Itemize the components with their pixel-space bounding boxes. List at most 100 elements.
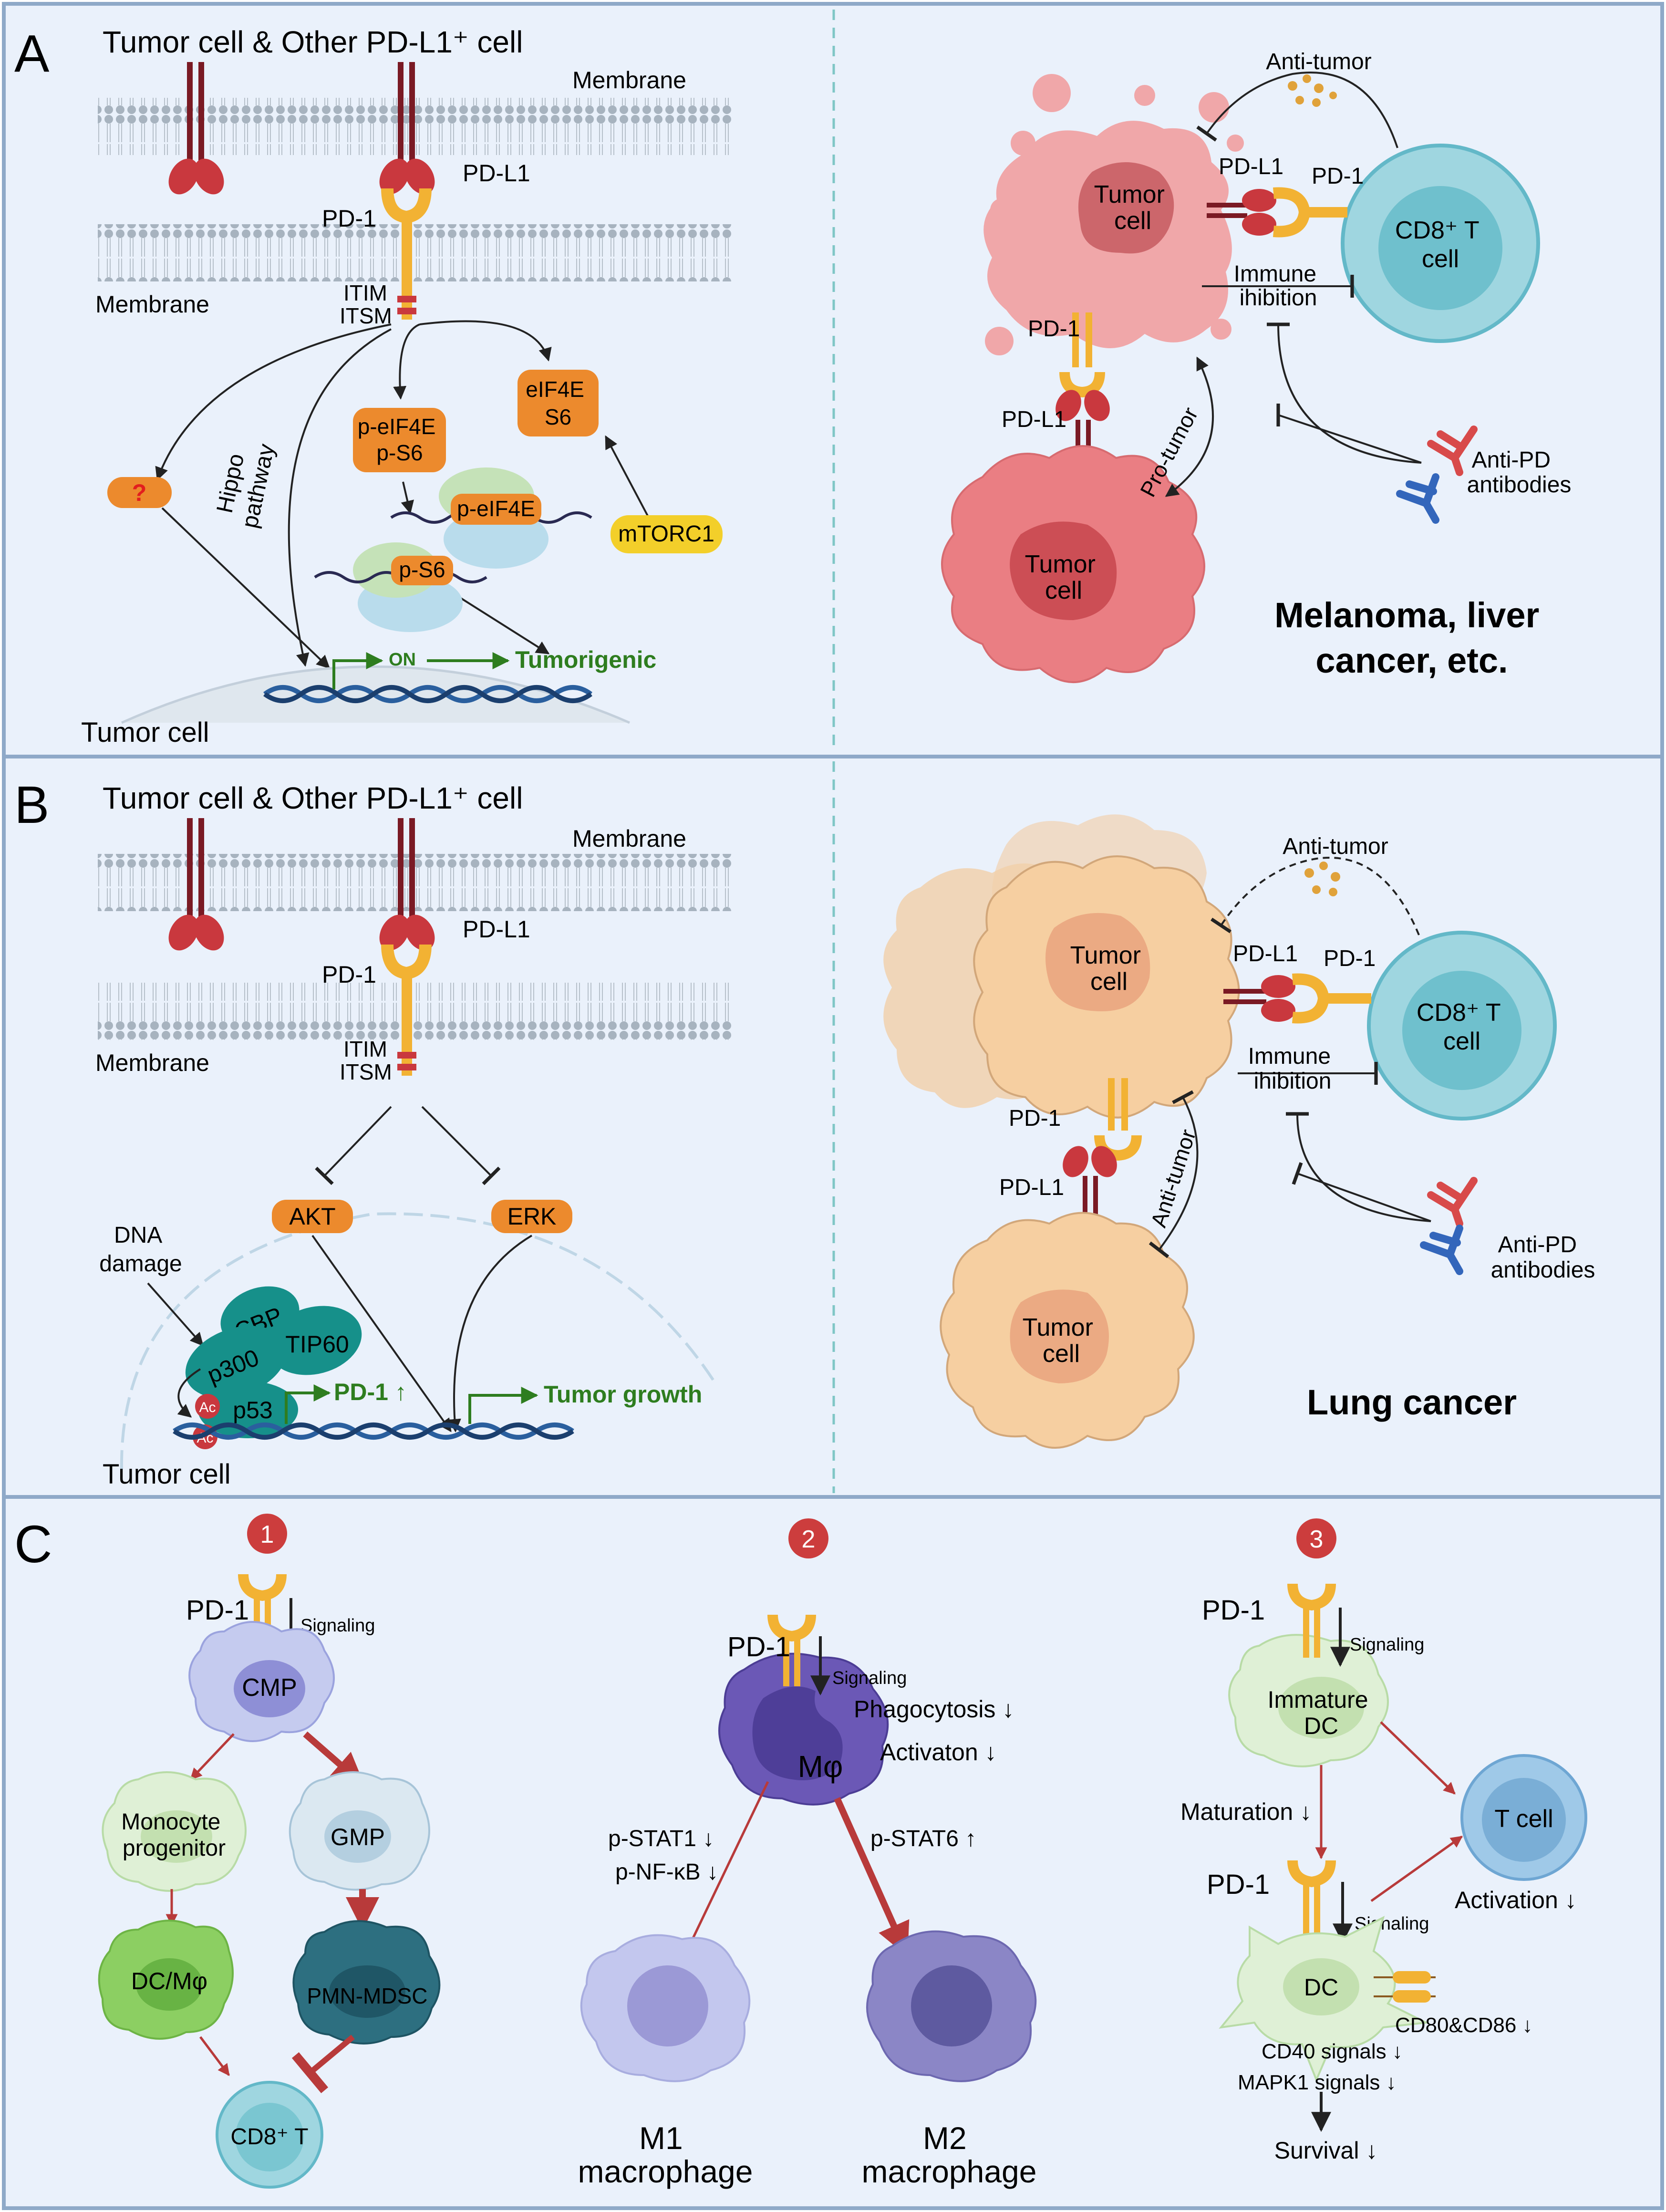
activation-label-c2: Activaton ↓ bbox=[880, 1739, 997, 1765]
cmp-nucleus bbox=[234, 1660, 305, 1717]
membrane-a-top-label: Membrane bbox=[572, 67, 686, 93]
acetylation-arrow bbox=[177, 1368, 201, 1418]
immune-inhibition-label-a: Immune ihibition bbox=[1234, 261, 1323, 311]
unknown-box bbox=[107, 477, 172, 508]
pd1-label-c3-bottom: PD-1 bbox=[1207, 1869, 1270, 1900]
cd8-label-c1: CD8⁺ T bbox=[230, 2124, 308, 2150]
panel-b-letter: B bbox=[14, 776, 49, 834]
dna-a-2 bbox=[263, 685, 592, 703]
pd1-receptor-c2 bbox=[767, 1614, 816, 1686]
dna-a-1 bbox=[263, 685, 592, 703]
anti-pd-antibody-red-a bbox=[1427, 426, 1478, 476]
anti-tumor-arc-b bbox=[1211, 857, 1420, 935]
arrow-dna-damage bbox=[147, 1282, 204, 1347]
tumor-growth-arrow bbox=[468, 1387, 538, 1424]
arrow-dc-cd8 bbox=[199, 2036, 230, 2076]
dna-b-2 bbox=[173, 1423, 574, 1440]
pmn-mdsc-label: PMN-MDSC bbox=[307, 1984, 428, 2008]
anti-pd-label-b: Anti-PD antibodies bbox=[1491, 1232, 1595, 1283]
anti-pd-antibody-red-b bbox=[1427, 1177, 1478, 1227]
itsm-label-b: ITSM bbox=[340, 1059, 392, 1084]
antibody-block-1-b bbox=[1292, 1162, 1431, 1222]
tip60-label: TIP60 bbox=[285, 1331, 349, 1358]
ac-1-label: Ac bbox=[199, 1400, 216, 1415]
p53-label: p53 bbox=[233, 1397, 272, 1423]
eif4e-box-label: eIF4E S6 bbox=[526, 377, 590, 429]
on-label: ON bbox=[389, 650, 416, 670]
immature-dc-nucleus bbox=[1278, 1677, 1364, 1739]
anti-pd-antibody-blue-a bbox=[1396, 473, 1439, 524]
unknown-mark: ? bbox=[132, 479, 147, 506]
pdl1-pd1-complex-a bbox=[379, 62, 435, 320]
panel-c-letter: C bbox=[14, 1515, 52, 1574]
cd8-nucleus-a bbox=[1378, 186, 1502, 310]
p-eif4e-ribo bbox=[451, 494, 541, 525]
panel-a-letter: A bbox=[14, 24, 50, 83]
arrow-cmp-mono bbox=[190, 1733, 235, 1780]
signaling-label-c3-top: Signaling bbox=[1350, 1635, 1424, 1655]
tumor-nucleus-b2 bbox=[1010, 1289, 1109, 1383]
pd1-up-arrow bbox=[285, 1384, 331, 1424]
pdl1-label-b: PD-L1 bbox=[463, 916, 530, 943]
akt-label: AKT bbox=[289, 1203, 335, 1230]
ac-1 bbox=[195, 1394, 220, 1419]
arrow-akt-dna bbox=[311, 1235, 452, 1433]
p-eif4e-box bbox=[353, 408, 446, 472]
pdl1-lower-label-b: PD-L1 bbox=[999, 1175, 1064, 1200]
pdl1-label-a: PD-L1 bbox=[463, 160, 530, 187]
pd1-lower-fork-b bbox=[1094, 1135, 1142, 1161]
cd8-label-a: CD8⁺ T cell bbox=[1395, 217, 1486, 273]
anti-tumor-arc-a bbox=[1196, 72, 1398, 148]
nucleus-a-label: Tumor cell bbox=[81, 717, 209, 748]
dc-mphi-label: DC/Mφ bbox=[131, 1968, 207, 1994]
pd1-lower-b bbox=[1108, 1078, 1128, 1131]
tumor-cell-b2-label: Tumor cell bbox=[1023, 1314, 1100, 1368]
nucleus-b bbox=[120, 1212, 717, 1470]
pdl1-free-a bbox=[168, 62, 224, 195]
cd40-label: CD40 signals ↓ bbox=[1262, 2040, 1403, 2063]
anti-pd-label-a: Anti-PD antibodies bbox=[1467, 447, 1572, 498]
dc-nucleus-c3 bbox=[1283, 1958, 1359, 2015]
panel-a-title: Tumor cell & Other PD-L1⁺ cell bbox=[103, 25, 523, 59]
pd1-receptor-c3-bottom bbox=[1287, 1860, 1336, 1934]
signaling-label-c2: Signaling bbox=[832, 1668, 907, 1688]
tumor-nucleus-a1 bbox=[1078, 162, 1174, 254]
mapk1-label: MAPK1 signals ↓ bbox=[1238, 2071, 1397, 2094]
cd80-cd86-receptors bbox=[1374, 1971, 1436, 2003]
tumor-nucleus-b1 bbox=[1045, 913, 1150, 1011]
number-badge-1-label: 1 bbox=[260, 1521, 274, 1548]
anti-tumor-particles-b bbox=[1304, 862, 1340, 896]
m1-label: M1 macrophage bbox=[578, 2120, 753, 2189]
membrane-a-bottom-label: Membrane bbox=[95, 291, 209, 318]
p300-blob bbox=[185, 1326, 287, 1398]
pro-tumor-arc bbox=[1165, 356, 1214, 497]
cancer-type-b: Lung cancer bbox=[1307, 1382, 1517, 1422]
anti-tumor-label-b: Anti-tumor bbox=[1283, 834, 1388, 859]
arrow-mphi-m1 bbox=[685, 1781, 769, 1952]
nucleus-b-label: Tumor cell bbox=[103, 1459, 231, 1490]
monocyte-nucleus bbox=[141, 1810, 212, 1863]
pstat1-label: p-STAT1 ↓ bbox=[608, 1826, 714, 1851]
m2-label: M2 macrophage bbox=[862, 2120, 1037, 2189]
itim-label-a: ITIM bbox=[343, 280, 387, 305]
mphi-nucleus bbox=[752, 1686, 843, 1780]
cd8-label-b: CD8⁺ T cell bbox=[1417, 999, 1507, 1055]
tumor-growth-label: Tumor growth bbox=[544, 1381, 702, 1408]
mtorc1-label: mTORC1 bbox=[618, 521, 714, 547]
itim-label-b: ITIM bbox=[343, 1037, 387, 1061]
mphi-label: Mφ bbox=[798, 1749, 843, 1784]
cancer-types-a: Melanoma, liver cancer, etc. bbox=[1274, 595, 1549, 680]
pdl1-free-b bbox=[168, 818, 224, 951]
cmp-label: CMP bbox=[242, 1674, 297, 1702]
dc-label-c3: DC bbox=[1304, 1974, 1338, 2001]
anti-pd-antibody-blue-b bbox=[1420, 1225, 1463, 1275]
itsm-label-a: ITSM bbox=[340, 303, 392, 328]
gmp-label: GMP bbox=[331, 1824, 385, 1850]
arrow-to-peif4e bbox=[393, 323, 420, 400]
pdl1-pd1-synapse-b bbox=[1223, 973, 1371, 1024]
arrow-immature-tcell bbox=[1380, 1721, 1456, 1795]
pdl1-right-a: PD-L1 bbox=[1219, 154, 1283, 179]
pd1-receptor-c3-top bbox=[1287, 1583, 1336, 1658]
pnfkb-label: p-NF-κB ↓ bbox=[615, 1859, 718, 1885]
